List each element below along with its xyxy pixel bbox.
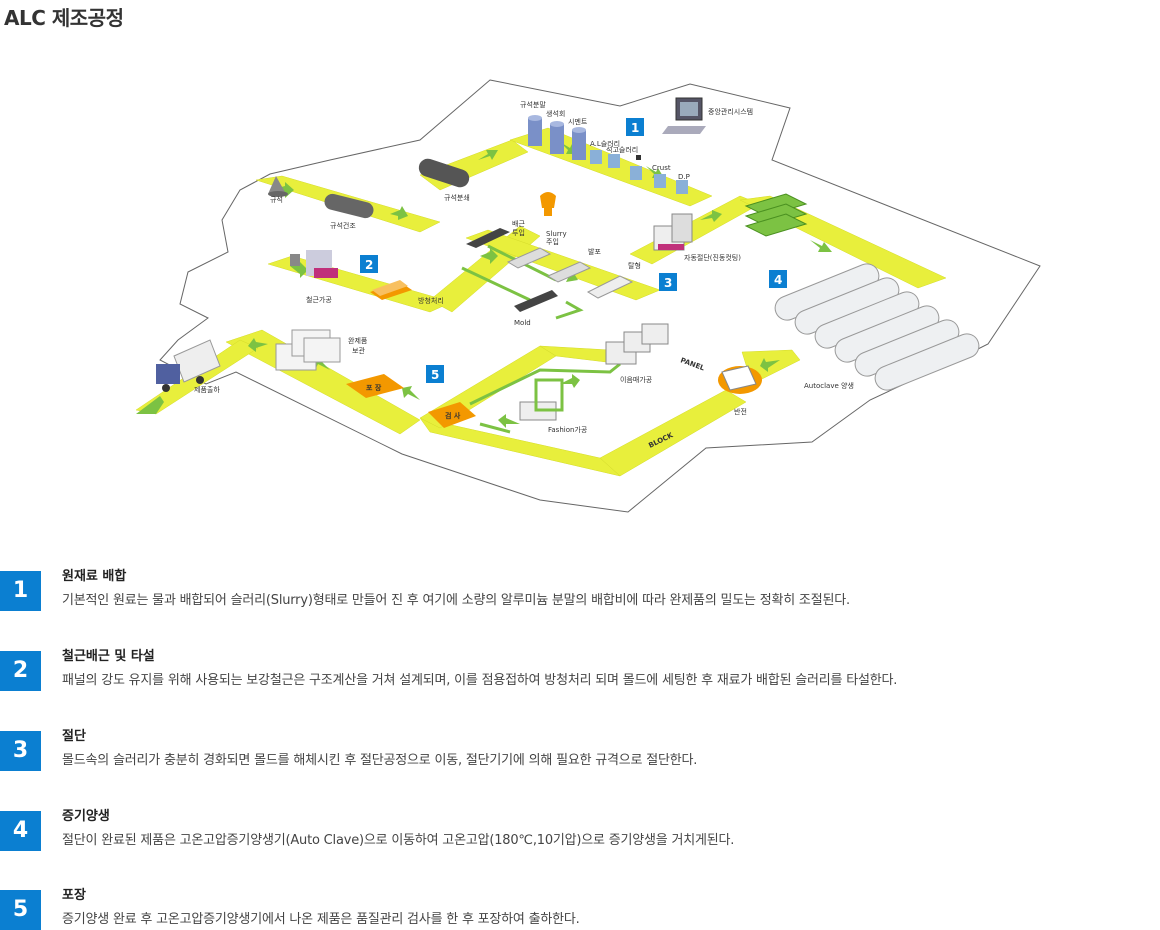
step-description: 몰드속의 슬러리가 충분히 경화되면 몰드를 해체시킨 후 절단공정으로 이동,… xyxy=(62,753,698,768)
packaging-station: 포 장 xyxy=(346,374,404,398)
step-title: 포장 xyxy=(62,888,86,903)
label-silica-grind: 규석분쇄 xyxy=(444,193,470,202)
badge-3 xyxy=(659,273,677,291)
storage-boxes xyxy=(275,329,341,371)
silo-group xyxy=(528,115,688,194)
label-mold: Mold xyxy=(514,319,531,327)
mold-equipment xyxy=(466,192,634,312)
diagram-labels: 규석 규석건조 규석분쇄 규석분말 생석회 시멘트 A.L슬러리 석고슬러리 C… xyxy=(194,100,854,450)
step-item-5: 5 포장 증기양생 완료 후 고온고압증기양생기에서 나온 제품은 품질관리 검… xyxy=(0,884,1160,930)
step-badges: 1 2 3 4 5 xyxy=(360,118,787,383)
inspection-label: 검 사 xyxy=(445,411,461,420)
flip-equipment xyxy=(718,365,762,394)
label-rust-proof: 방청처리 xyxy=(418,296,444,305)
step-number: 1 xyxy=(0,571,41,611)
label-dp: D.P xyxy=(678,173,690,181)
label-fashion-process: Fashion가공 xyxy=(548,425,588,434)
label-rebar-insert-2: 투입 xyxy=(512,229,525,237)
label-gypsum-slurry: 석고슬러리 xyxy=(606,145,638,154)
step-description: 증기양생 완료 후 고온고압증기양생기에서 나온 제품은 품질관리 검사를 한 … xyxy=(62,912,580,927)
page-title: ALC 제조공정 xyxy=(4,6,124,30)
label-quicklime: 생석회 xyxy=(546,109,565,118)
step-item-4: 4 증기양생 절단이 완료된 제품은 고온고압증기양생기(Auto Clave)… xyxy=(0,805,1160,851)
silica-equipment xyxy=(268,158,470,219)
rebar-equipment xyxy=(290,250,412,300)
step-item-3: 3 절단 몰드속의 슬러리가 충분히 경화되면 몰드를 해체시킨 후 절단공정으… xyxy=(0,725,1160,771)
step-title: 철근배근 및 타설 xyxy=(62,649,155,664)
label-auto-cut: 자동절단(진동컷팅) xyxy=(684,253,741,262)
badge-4 xyxy=(769,270,787,288)
step-number: 3 xyxy=(0,731,41,771)
process-diagram: 검 사 포 장 1 2 3 4 5 규석 규석건조 규석분쇄 규석분말 생석회 … xyxy=(135,79,1041,513)
badge-5 xyxy=(426,365,444,383)
label-rebar-process: 철근가공 xyxy=(306,295,332,304)
label-autoclave: Autoclave 양생 xyxy=(804,381,854,390)
green-boards xyxy=(744,193,808,237)
badge-2 xyxy=(360,255,378,273)
label-foaming: 발포 xyxy=(588,247,601,256)
step-description: 기본적인 원료는 물과 배합되어 슬러리(Slurry)형태로 만들어 진 후 … xyxy=(62,593,850,608)
badge-1 xyxy=(626,118,644,136)
inspection-station: 검 사 xyxy=(428,402,476,428)
step-description: 패널의 강도 유지를 위해 사용되는 보강철근은 구조계산을 거쳐 설계되며, … xyxy=(62,673,898,688)
step-item-2: 2 철근배근 및 타설 패널의 강도 유지를 위해 사용되는 보강철근은 구조계… xyxy=(0,645,1160,691)
step-title: 증기양생 xyxy=(62,809,110,824)
label-slurry-pour-2: 주입 xyxy=(546,238,559,246)
svg-text:4: 4 xyxy=(774,273,782,287)
label-slurry-pour-1: Slurry xyxy=(546,230,567,238)
label-demold: 탈형 xyxy=(628,262,641,270)
step-description: 절단이 완료된 제품은 고온고압증기양생기(Auto Clave)으로 이동하여… xyxy=(62,833,735,848)
label-flip: 반전 xyxy=(734,407,747,416)
cutting-equipment xyxy=(653,213,693,251)
label-shipping: 제품출하 xyxy=(194,385,220,394)
svg-text:5: 5 xyxy=(431,368,439,382)
step-title: 절단 xyxy=(62,729,86,744)
label-silica-dry: 규석건조 xyxy=(330,221,356,230)
autoclave-group xyxy=(774,263,980,391)
step-title: 원재료 배합 xyxy=(62,569,127,584)
label-joint-process: 이음매가공 xyxy=(620,375,653,384)
step-number: 4 xyxy=(0,811,41,851)
label-central-control: 중앙관리시스템 xyxy=(708,107,753,116)
label-storage-1: 완제품 xyxy=(348,337,368,345)
step-number: 2 xyxy=(0,651,41,691)
label-storage-2: 보관 xyxy=(352,346,365,355)
control-computer xyxy=(662,97,706,134)
packaging-label: 포 장 xyxy=(366,383,382,392)
fashion-equipment xyxy=(519,378,564,421)
label-cement: 시멘트 xyxy=(568,117,588,126)
label-silica: 규석 xyxy=(270,195,283,204)
label-crust: Crust xyxy=(652,164,671,172)
step-item-1: 1 원재료 배합 기본적인 원료는 물과 배합되어 슬러리(Slurry)형태로… xyxy=(0,565,1160,611)
svg-text:1: 1 xyxy=(631,121,639,135)
svg-text:3: 3 xyxy=(664,276,672,290)
joint-equipment xyxy=(605,323,669,365)
label-al-slurry: A.L슬러리 xyxy=(590,139,620,148)
step-number: 5 xyxy=(0,890,41,930)
truck-icon xyxy=(156,339,221,392)
svg-text:2: 2 xyxy=(365,258,373,272)
label-silica-powder: 규석분말 xyxy=(520,100,546,109)
label-rebar-insert-1: 배근 xyxy=(512,219,525,228)
